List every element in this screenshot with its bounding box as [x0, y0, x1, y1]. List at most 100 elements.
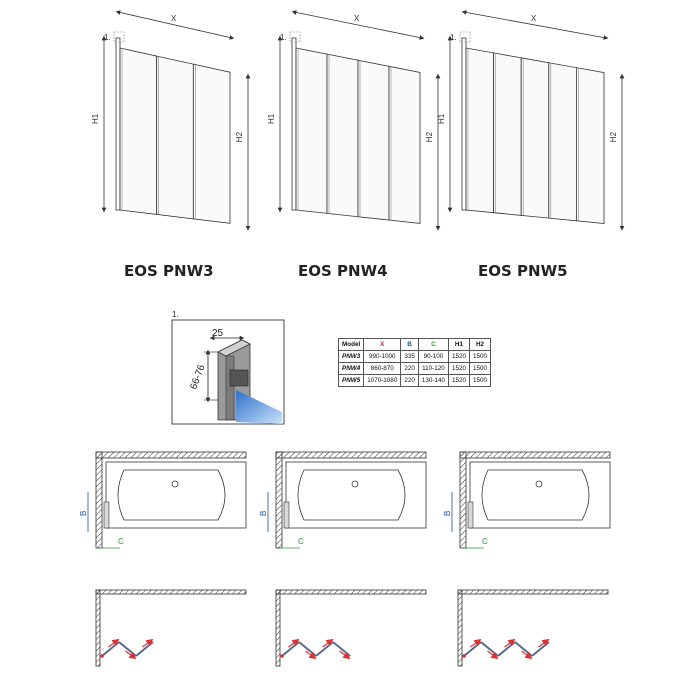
fold-panel [298, 641, 317, 657]
drain [351, 480, 359, 488]
x-dimension-label: X [171, 14, 177, 23]
model-title-pnw4: EOS PNW4 [298, 262, 388, 280]
spec-table: Model X B C H1 H2 PNW3 990-1000 335 90-1… [337, 338, 491, 387]
drain [535, 480, 543, 488]
bathtub-plan-3: BC [443, 451, 611, 549]
detail-drawing: 1. 25 66-76 [171, 310, 285, 425]
x-dimension-line [115, 10, 235, 40]
fold-arrow [487, 650, 499, 660]
bathtub-basin [297, 469, 406, 521]
fold-panel [135, 641, 154, 657]
glass-panel [295, 47, 328, 214]
b-dimension-label: B [443, 511, 452, 516]
cell-b: 220 [400, 362, 419, 375]
header-b: B [400, 338, 419, 351]
folding-schemes [95, 589, 609, 667]
fold-arrow [339, 650, 351, 660]
fold-panel [497, 641, 516, 657]
cell-h2: 1500 [468, 374, 491, 387]
cell-b: 220 [400, 374, 419, 387]
fold-arrow [504, 638, 516, 648]
fold-panel [332, 641, 351, 657]
scheme-side-wall [275, 589, 281, 667]
fold-panel [531, 641, 550, 657]
scheme-side-wall [457, 589, 463, 667]
c-dimension-label: C [482, 537, 488, 546]
folding-scheme-1 [95, 589, 247, 667]
fold-arrow [470, 638, 482, 648]
folded-screen [283, 501, 290, 529]
bathtub-plan-2: BC [259, 451, 427, 549]
detail-step-number: 1. [172, 310, 179, 319]
wall-profile [461, 37, 467, 211]
c-dimension-label: C [298, 537, 304, 546]
x-dimension-label: X [354, 14, 360, 23]
glass-panel [119, 47, 158, 215]
fold-arrow [125, 650, 137, 660]
hinge-point [100, 654, 104, 658]
cell-c: 110-120 [417, 362, 449, 375]
glass-panel [326, 53, 359, 218]
fold-panel [480, 641, 499, 657]
fold-panel [101, 641, 120, 657]
cell-h1: 1520 [447, 362, 470, 375]
cell-c: 90-100 [417, 350, 449, 363]
detail-step-label: 1. [104, 33, 111, 42]
b-dimension-label: B [79, 511, 88, 516]
fold-arrow [288, 638, 300, 648]
h1-dimension-label: H1 [437, 113, 446, 124]
glass-panel [493, 52, 522, 216]
cell-h1: 1520 [447, 374, 470, 387]
table-header-row: Model X B C H1 H2 [337, 338, 491, 351]
detail-width-label: 25 [212, 328, 224, 339]
x-dimension-label: X [531, 14, 537, 23]
h1-dimension-label: H1 [91, 113, 100, 124]
glass-pane [236, 390, 282, 424]
fold-arrow [305, 650, 317, 660]
detail-step-label: 1. [450, 33, 457, 42]
glass-panel [520, 57, 550, 219]
side-wall [95, 451, 103, 549]
wall-profile [115, 37, 121, 211]
glass-panel [388, 65, 421, 224]
b-dimension-label: B [259, 511, 268, 516]
fold-arrow [322, 638, 334, 648]
c-dimension-label: C [118, 537, 124, 546]
table-row: PNW5 1070-1080 220 130-140 1520 1500 [337, 374, 491, 387]
glass-panel [548, 62, 577, 222]
h2-dimension-label: H2 [425, 131, 434, 142]
fold-arrow [521, 650, 533, 660]
folding-scheme-2 [275, 589, 427, 667]
hinge-point [462, 654, 466, 658]
cell-h2: 1500 [468, 362, 491, 375]
scheme-back-wall [275, 589, 427, 595]
wall-profile [291, 37, 297, 211]
cell-model: PNW5 [337, 374, 365, 387]
glass-panel [465, 47, 495, 214]
fold-panel [315, 641, 334, 657]
bathtub-plan-1: BC [79, 451, 247, 549]
cell-c: 130-140 [417, 374, 449, 387]
h2-dimension-label: H2 [235, 131, 244, 142]
fold-panel [514, 641, 533, 657]
h1-dimension-label: H1 [267, 113, 276, 124]
back-wall [459, 451, 611, 459]
glass-panel [576, 67, 605, 224]
fold-panel [118, 641, 137, 657]
cell-model: PNW4 [337, 362, 365, 375]
back-wall [275, 451, 427, 459]
scheme-side-wall [95, 589, 101, 667]
cell-h1: 1520 [447, 350, 470, 363]
table-row: PNW4 860-870 220 110-120 1520 1500 [337, 362, 491, 375]
cell-x: 860-870 [363, 362, 402, 375]
fold-panel [463, 641, 482, 657]
fold-arrow [108, 638, 120, 648]
side-wall [275, 451, 283, 549]
back-wall [95, 451, 247, 459]
fold-arrow [142, 638, 154, 648]
fold-panel [281, 641, 300, 657]
glass-panel [357, 59, 390, 221]
